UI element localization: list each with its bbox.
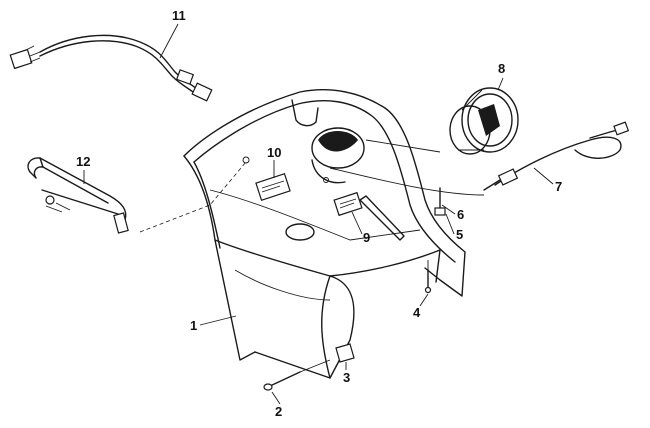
- svg-text:11: 11: [172, 8, 186, 23]
- svg-text:8: 8: [498, 61, 505, 76]
- callout-10: 10: [267, 145, 281, 178]
- bracket-3: [335, 343, 355, 363]
- callout-5: 5: [445, 213, 463, 242]
- callout-4: 4: [413, 293, 429, 320]
- svg-text:6: 6: [457, 207, 464, 222]
- svg-text:12: 12: [76, 154, 90, 169]
- screw-2: [263, 371, 301, 391]
- svg-text:9: 9: [363, 230, 370, 245]
- svg-text:3: 3: [343, 370, 350, 385]
- speedometer-cable: [483, 121, 630, 191]
- callout-7: 7: [533, 167, 562, 194]
- svg-text:7: 7: [555, 179, 562, 194]
- callout-8: 8: [497, 61, 505, 91]
- brake-handle: [27, 157, 129, 234]
- callout-9: 9: [351, 211, 370, 245]
- callout-6: 6: [441, 204, 464, 222]
- svg-text:4: 4: [413, 305, 421, 320]
- callout-1: 1: [190, 315, 237, 333]
- speedometer-gauge: [449, 87, 519, 155]
- svg-text:10: 10: [267, 145, 281, 160]
- decal-10: [255, 173, 291, 201]
- console-body: [183, 89, 466, 379]
- callout-12: 12: [76, 154, 90, 184]
- screw-4: [424, 269, 432, 294]
- decal-9: [333, 191, 363, 217]
- svg-text:1: 1: [190, 318, 197, 333]
- callout-3: 3: [343, 362, 350, 385]
- wiring-harness: [9, 34, 213, 102]
- svg-text:2: 2: [275, 404, 282, 419]
- svg-text:5: 5: [456, 227, 463, 242]
- callout-2: 2: [271, 391, 282, 419]
- callout-11: 11: [159, 8, 186, 59]
